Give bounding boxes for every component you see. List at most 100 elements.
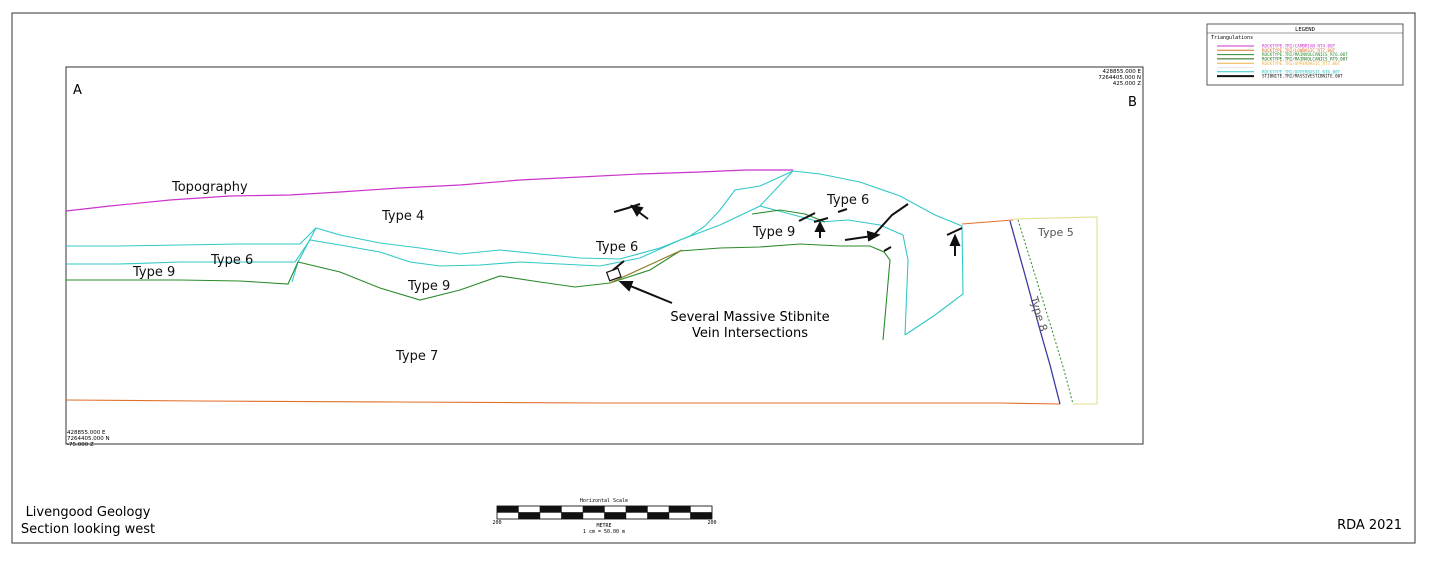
label-type9-mid: Type 9 [407,279,450,294]
scale-block [647,512,670,520]
label-type6-mid: Type 6 [595,240,638,255]
section-end-b: B [1128,95,1137,110]
corner-coords-top-right: 428855.000 E 7264405.000 N 425.000 Z [1098,69,1141,87]
legend-item-label: STIBNITE.TRI/MASSIVESTIBNITE.00T [1262,74,1343,79]
vein-6 [883,246,892,252]
scale-block [496,512,519,520]
scale-title: Horizontal Scale [580,498,628,504]
label-type6-right: Type 6 [826,193,869,208]
scale-block [668,505,691,513]
right-orange-contact [961,219,1014,225]
label-type7: Type 7 [395,349,438,364]
annotation-line-2: Vein Intersections [692,326,808,341]
scale-outline [496,505,713,520]
fault-step-left [291,227,317,283]
corner-coord-line: -75.000 Z [67,442,94,448]
fault-line [1009,220,1061,405]
topography-line [65,169,793,212]
scale-block [668,512,691,520]
corner-coord-line: 7264405.000 N [1098,75,1141,81]
scale-ratio: 1 cm = 50.00 m [583,529,625,535]
legend-title: LEGEND [1295,27,1315,33]
vein-3 [813,217,829,223]
vein-box [605,267,622,282]
section-end-a: A [73,83,82,98]
arrow-shaft [627,284,673,304]
scale-blocks [496,505,713,520]
upper-contact-line-1 [66,170,794,260]
scale-left-tick: 200 [492,520,501,526]
scale-block [690,512,713,520]
scale-block [561,512,584,520]
corner-coords-bottom-left: 428855.000 E 7264405.000 N -75.000 Z [67,430,110,448]
label-type9-left: Type 9 [132,265,175,280]
label-topography: Topography [171,180,248,195]
arrow-head [866,230,881,242]
sheet-border [11,12,1416,544]
scale-block [518,512,541,520]
legend-item-label: ROCKTYPE.TRI/UPPERBASIC_RT6.00T [1262,69,1341,74]
legend-item-label: ROCKTYPE.TRI/UPPERBASIC_RT7.00T [1262,61,1341,66]
scale-block [647,505,670,513]
label-type9-right: Type 9 [752,225,795,240]
green-lens [751,209,826,223]
label-type6-left: Type 6 [210,253,253,268]
scale-block [561,505,584,513]
corner-coord-line: 7264405.000 N [67,436,110,442]
annotation-line-1: Several Massive Stibnite [670,310,829,325]
scale-block [604,512,627,520]
legend-item-label: ROCKTYPE.TRI/MAINVOLCANICS_RT9.00T [1262,57,1348,62]
scale-block [518,505,541,513]
corner-coord-line: 425.000 Z [1113,81,1141,87]
legend: LEGEND Triangulations ROCKTYPE.TRI/CAMBR… [1206,23,1404,86]
section-frame [65,66,1144,445]
scale-block [625,505,648,513]
arrow-shaft [844,235,873,241]
scale-block [690,505,713,513]
vein-7 [946,227,963,236]
label-type4: Type 4 [381,209,424,224]
footer-credit: RDA 2021 [1337,518,1402,533]
corner-coord-line: 428855.000 E [67,430,106,436]
scale-block [604,505,627,513]
scale-bar: Horizontal Scale 200 200 METRE 1 cm = 50… [492,498,716,535]
footer-title-line1: Livengood Geology [26,505,151,520]
stibnite-veins [612,203,963,271]
legend-subtitle: Triangulations [1211,35,1253,41]
scale-unit: METRE [596,523,611,529]
legend-item-label: ROCKTYPE.TRI/MAINVOLCANICS_RT6.00T [1262,52,1348,57]
scale-block [582,512,605,520]
vein-5 [872,203,909,237]
legend-item-label: ROCKTYPE.TRI/CAMBRIAN_RT4.00T [1262,44,1336,49]
scale-right-tick: 200 [707,520,716,526]
vein-1 [613,203,641,213]
legend-item-label: ROCKTYPE.TRI/LOWBASIC_RT7.00T [1262,48,1336,53]
vein-8 [612,260,625,271]
lower-contact-line [66,243,891,341]
label-type5: Type 5 [1037,226,1074,239]
right-lens-lower [759,205,909,336]
upper-contact-line-2 [66,170,794,267]
arrow-head [618,281,634,292]
vein-4 [837,208,848,213]
scale-block [539,505,562,513]
base-contact-line [65,399,1061,405]
scale-block [582,505,605,513]
lower-contact-connector [609,249,683,284]
scale-block [625,512,648,520]
vein-2 [798,212,816,222]
annotation-arrows [618,204,961,304]
scale-block [496,505,519,513]
right-lens-upper [792,170,964,336]
rock-type-labels: Topography Type 4 Type 6 Type 9 Type 9 T… [132,180,869,364]
scale-block [539,512,562,520]
arrow-head [630,204,644,217]
type5-block [1012,216,1098,405]
footer-title-line2: Section looking west [21,522,155,537]
arrow-head [814,220,826,232]
corner-coord-line: 428855.000 E [1103,69,1142,75]
fault-line-secondary [1017,219,1074,405]
arrow-head [949,233,961,246]
legend-items: ROCKTYPE.TRI/CAMBRIAN_RT4.00TROCKTYPE.TR… [1217,44,1348,79]
